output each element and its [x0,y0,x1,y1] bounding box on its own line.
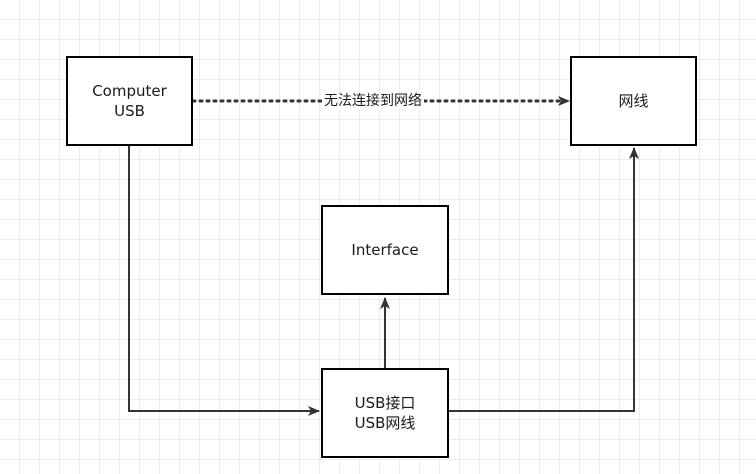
node-computer-usb[interactable]: Computer USB [66,56,193,146]
edge-computer-to-usb-port [128,146,320,416]
edge-usb-port-to-network-cable [449,147,639,412]
edge-label-no-network: 无法连接到网络 [322,93,424,109]
node-usb-port-line1: USB接口 [354,394,416,412]
node-usb-port-line2: USB网线 [354,414,416,432]
node-network-cable-label: 网线 [618,92,649,110]
node-usb-port[interactable]: USB接口 USB网线 [321,368,449,458]
node-computer-usb-line1: Computer [92,82,167,100]
node-network-cable[interactable]: 网线 [570,56,697,146]
node-interface-label: Interface [351,241,419,259]
node-computer-usb-line2: USB [114,102,145,120]
node-interface[interactable]: Interface [321,205,449,295]
